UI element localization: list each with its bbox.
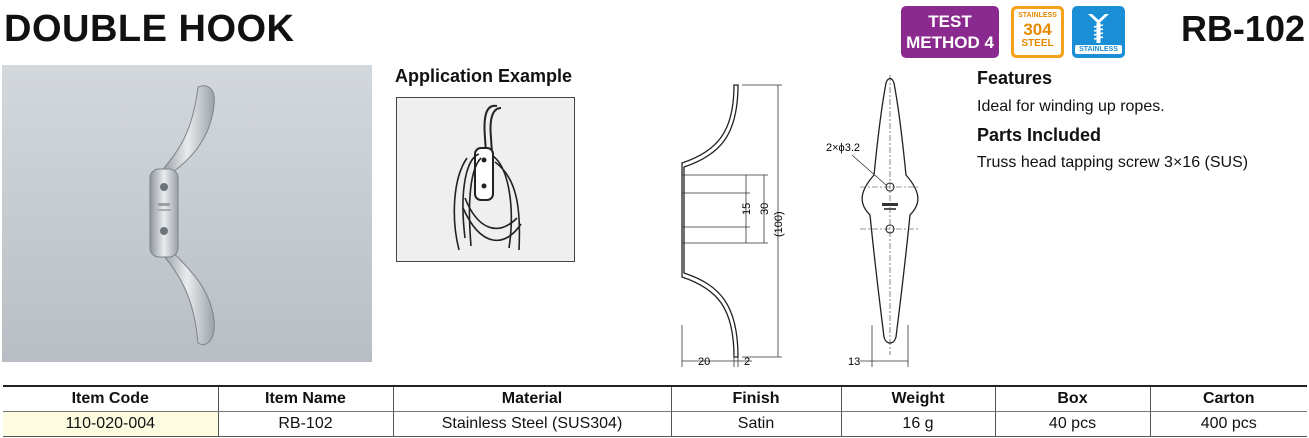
table-row: 110-020-004 RB-102 Stainless Steel (SUS3…	[3, 411, 1307, 437]
col-finish: Finish	[670, 385, 841, 412]
cell-finish: Satin	[670, 411, 841, 437]
dimension-drawing: 15 30 (100) 20 2 2×ϕ3.2 13	[681, 75, 920, 368]
cell-item-code: 110-020-004	[3, 411, 218, 437]
product-photo	[2, 65, 372, 362]
model-number: RB-102	[1180, 8, 1305, 49]
steel-badge-line2: 304	[1023, 20, 1052, 39]
cell-carton: 400 pcs	[1149, 411, 1307, 437]
application-example-illustration	[396, 97, 575, 262]
parts-included-text: Truss head tapping screw 3×16 (SUS)	[977, 154, 1249, 171]
table-header-row: Item Code Item Name Material Finish Weig…	[3, 385, 1307, 412]
steel-badge-line1: STAINLESS	[1018, 12, 1057, 19]
col-item-code: Item Code	[3, 385, 218, 412]
steel-badge-line3: STEEL	[1021, 38, 1054, 49]
dim-mount-length: 30	[759, 203, 771, 215]
col-material: Material	[392, 385, 671, 412]
features-heading: Features	[977, 68, 1053, 88]
dim-hole-pitch: 15	[741, 203, 753, 215]
stainless-304-badge: STAINLESS 304 STEEL	[1011, 6, 1064, 58]
dim-width: 13	[848, 356, 860, 368]
dim-overall-length: (100)	[773, 211, 785, 237]
rope-on-hook-icon	[453, 104, 522, 251]
stainless-screw-badge: STAINLESS	[1072, 6, 1125, 58]
page-title: DOUBLE HOOK	[4, 8, 295, 50]
cell-material: Stainless Steel (SUS304)	[392, 411, 671, 437]
features-text: Ideal for winding up ropes.	[977, 98, 1165, 115]
dim-thickness: 2	[744, 356, 750, 368]
spec-table: Item Code Item Name Material Finish Weig…	[3, 385, 1307, 437]
cell-weight: 16 g	[840, 411, 995, 437]
test-method-badge: TEST METHOD 4	[901, 6, 999, 58]
application-example-title: Application Example	[395, 66, 573, 86]
screw-badge-label: STAINLESS	[1075, 45, 1122, 54]
cell-item-name: RB-102	[217, 411, 393, 437]
dim-hole-diameter: 2×ϕ3.2	[826, 142, 860, 154]
dim-depth: 20	[698, 356, 710, 368]
technical-drawing: 15 30 (100) 20 2 2×ϕ3.2 13	[660, 75, 950, 375]
col-item-name: Item Name	[217, 385, 393, 412]
col-weight: Weight	[840, 385, 995, 412]
test-badge-line2: METHOD 4	[906, 33, 994, 52]
col-carton: Carton	[1149, 385, 1307, 412]
double-hook-photo	[149, 85, 215, 345]
test-badge-line1: TEST	[928, 12, 972, 31]
parts-included-heading: Parts Included	[977, 125, 1102, 145]
screw-icon	[1088, 14, 1109, 43]
col-box: Box	[994, 385, 1150, 412]
cell-box: 40 pcs	[994, 411, 1150, 437]
